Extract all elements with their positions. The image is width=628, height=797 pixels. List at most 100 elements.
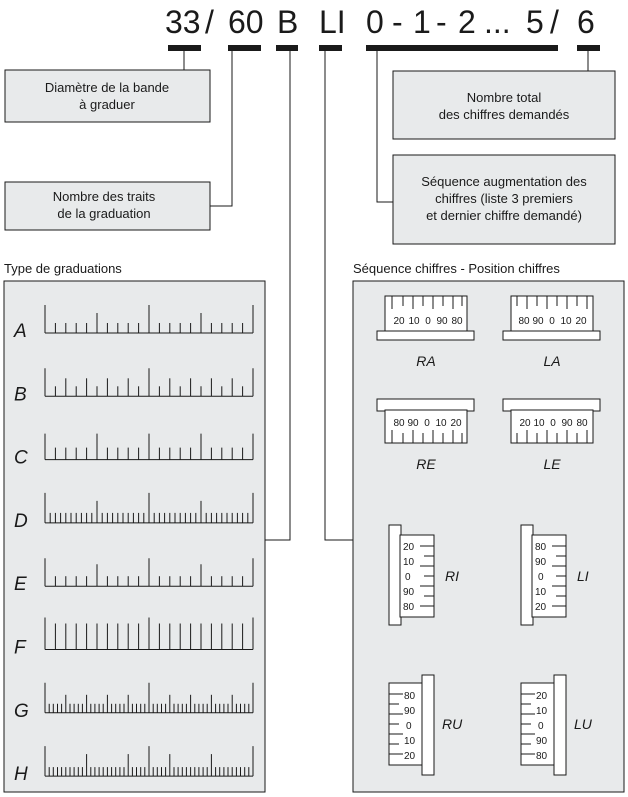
graduation-rows: A BC D E F G H [13, 305, 254, 785]
connector-lines [210, 51, 233, 207]
graduation-row-e: E [14, 558, 254, 595]
box-sequence-line-3: et dernier chiffre demandé) [426, 208, 582, 223]
box-diameter: Diamètre de la bande à graduer [4, 69, 211, 123]
graduation-row-letter: H [14, 764, 28, 785]
underline-sequence [366, 45, 558, 51]
code-diameter: 33 [165, 4, 201, 40]
dial-lu-num-4: 90 [536, 736, 548, 747]
box-sequence-line-2: chiffres (liste 3 premiers [435, 191, 573, 206]
dial-la-num-2: 90 [532, 316, 544, 327]
dial-ru-num-1: 80 [404, 691, 416, 702]
dial-li-num-2: 90 [535, 557, 547, 568]
box-total-line-1: Nombre total [467, 90, 542, 105]
dial-ru-label: RU [442, 716, 463, 732]
dial-le-num-1: 20 [519, 418, 531, 429]
dial-ri-num-3: 0 [405, 572, 411, 583]
dial-la-num-3: 0 [549, 316, 555, 327]
code-lines: 60 [228, 4, 264, 40]
code-slash-2: / [550, 4, 559, 40]
code-underlines [168, 45, 600, 51]
box-sequence-line-1: Séquence augmentation des [421, 174, 587, 189]
underline-position [319, 45, 342, 51]
dial-ri-label: RI [445, 568, 459, 584]
graduation-row-f: F [14, 617, 254, 659]
connector-position [324, 51, 353, 541]
code-line: 33 / 60 B LI 0 - 1 - 2 ... 5 / 6 [165, 4, 595, 40]
dial-la-num-4: 10 [560, 316, 572, 327]
dial-ra-label: RA [416, 353, 435, 369]
graduation-row-g: G [14, 682, 254, 722]
code-third-digit: 2 [458, 4, 476, 40]
graduation-row-letter: D [14, 511, 28, 532]
dial-ri-num-5: 80 [403, 602, 415, 613]
panel-graduation-types [3, 280, 266, 793]
dial-la-num-5: 20 [575, 316, 587, 327]
dial-le-num-5: 80 [576, 418, 588, 429]
dial-ri-num-1: 20 [403, 542, 415, 553]
dial-li-num-1: 80 [535, 542, 547, 553]
code-position: LI [319, 4, 346, 40]
code-slash-1: / [205, 4, 214, 40]
code-last-digit: 5 [526, 4, 544, 40]
dial-ru-num-4: 10 [404, 736, 416, 747]
code-dash-2: - [436, 4, 447, 40]
dial-ru-num-2: 90 [404, 706, 416, 717]
dial-lu-num-3: 0 [538, 721, 544, 732]
dial-la: 80 90 0 10 20 LA [502, 295, 601, 369]
dial-ri: 20 10 0 90 80 RI [388, 524, 459, 626]
graduation-row-h: H [14, 746, 254, 785]
dial-ru-num-5: 20 [404, 751, 416, 762]
dial-re-label: RE [416, 456, 436, 472]
dial-le: 20 10 0 90 80 LE [502, 398, 601, 472]
box-diameter-line-2: à graduer [79, 97, 135, 112]
graduation-row-letter: G [14, 701, 29, 722]
underline-type [276, 45, 298, 51]
code-dash-1: - [392, 4, 403, 40]
dial-ru: 80 90 0 10 20 RU [388, 674, 463, 776]
dial-ra-num-3: 0 [425, 316, 431, 327]
dial-re-num-5: 20 [450, 418, 462, 429]
connectors [183, 51, 589, 541]
underline-lines [228, 45, 261, 51]
dial-re-num-1: 80 [393, 418, 405, 429]
dial-li-num-5: 20 [535, 602, 547, 613]
box-sequence: Séquence augmentation des chiffres (list… [392, 154, 616, 245]
box-diameter-line-1: Diamètre de la bande [45, 80, 169, 95]
dial-ra-num-2: 10 [408, 316, 420, 327]
graduation-row-letter: A [13, 321, 27, 342]
dial-le-num-4: 90 [561, 418, 573, 429]
dial-li-num-4: 10 [535, 587, 547, 598]
code-type: B [277, 4, 298, 40]
dial-la-num-1: 80 [518, 316, 530, 327]
code-second-digit: 1 [413, 4, 431, 40]
dial-ra-num-5: 80 [451, 316, 463, 327]
dial-lu-num-2: 10 [536, 706, 548, 717]
graduation-row-c: C [14, 433, 254, 469]
dial-ri-num-4: 90 [403, 587, 415, 598]
dial-ra-num-4: 90 [436, 316, 448, 327]
graduation-row-d: D [14, 492, 254, 532]
code-first-digit: 0 [366, 4, 384, 40]
box-lines-line-1: Nombre des traits [53, 189, 156, 204]
header-digit-sequence: Séquence chiffres - Position chiffres [353, 261, 560, 276]
dial-lu-num-5: 80 [536, 751, 548, 762]
dial-re-num-3: 0 [424, 418, 430, 429]
graduation-row-b: B [14, 368, 254, 405]
box-lines-line-2: de la graduation [57, 206, 150, 221]
dial-la-label: LA [543, 353, 560, 369]
underline-diameter [168, 45, 201, 51]
graduation-row-letter: F [14, 638, 27, 659]
dial-le-label: LE [543, 456, 561, 472]
dial-re-num-2: 90 [407, 418, 419, 429]
dial-li-num-3: 0 [538, 572, 544, 583]
connector-sequence [376, 51, 393, 203]
dial-ri-num-2: 10 [403, 557, 415, 568]
graduation-row-letter: E [14, 574, 27, 595]
dial-lu-label: LU [574, 716, 593, 732]
dial-ra-num-1: 20 [393, 316, 405, 327]
dial-lu-num-1: 20 [536, 691, 548, 702]
dial-re-num-4: 10 [435, 418, 447, 429]
dial-li: 80 90 0 10 20 LI [520, 524, 589, 626]
dial-re: 80 90 0 10 20 RE [376, 398, 475, 472]
